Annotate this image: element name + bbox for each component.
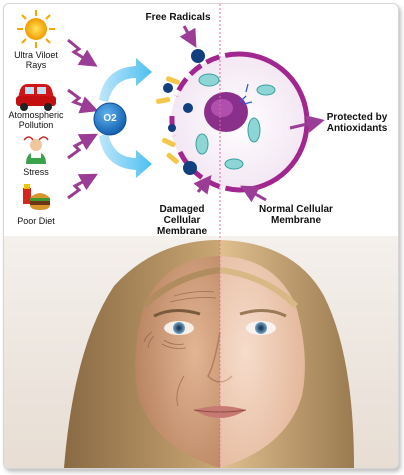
sun-icon: [17, 10, 55, 48]
o2-molecule: [93, 102, 127, 136]
source-arrows: [67, 38, 99, 200]
label-pollution: Atomospheric Pollution: [8, 110, 64, 130]
o2-label: O2: [103, 113, 117, 124]
face-photo: [4, 236, 398, 468]
face-illustration: [4, 236, 398, 468]
oxygen-flow-arrows: [99, 58, 152, 178]
figure-frame: Ultra Viloet Rays Atomospheric Pollution…: [3, 3, 399, 469]
car-icon: [16, 84, 56, 111]
diagram-svg: [16, 4, 325, 236]
label-damaged: Damaged Cellular Membrane: [156, 204, 207, 237]
stress-person-icon: [23, 136, 49, 164]
label-free-radicals: Free Radicals: [145, 12, 211, 23]
label-protected: Protected by Antioxidants: [326, 112, 388, 134]
label-stress: Stress: [23, 167, 49, 177]
label-normal: Normal Cellular Membrane: [259, 204, 333, 226]
burger-icon: [23, 184, 50, 210]
label-ultra-violet: Ultra Viloet Rays: [14, 50, 58, 70]
pointer-arrows: [179, 25, 325, 203]
label-poor-diet: Poor Diet: [17, 216, 55, 226]
diagram-panel: Ultra Viloet Rays Atomospheric Pollution…: [4, 4, 398, 237]
free-radicals: [156, 49, 205, 175]
